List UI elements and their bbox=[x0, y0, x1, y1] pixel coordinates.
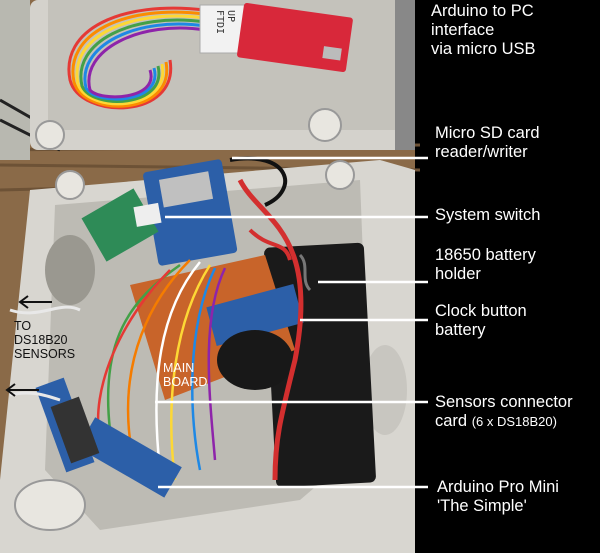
rtc-board bbox=[206, 284, 304, 346]
right-dark-panel bbox=[415, 0, 600, 553]
label-arduino-pc: Arduino to PC interface via micro USB bbox=[431, 2, 536, 58]
label-sensors-card: Sensors connector card (6 x DS18B20) bbox=[435, 374, 600, 431]
label-main-board: MAIN BOARD bbox=[163, 361, 208, 389]
coin-battery bbox=[217, 330, 293, 390]
ribbon-cable bbox=[67, 6, 206, 110]
label-system-switch: System switch bbox=[435, 206, 541, 224]
label-sensors-card-main: Sensors connector card bbox=[435, 393, 573, 430]
pro-mini-board bbox=[77, 417, 182, 498]
label-ftdi-tag: UP FTDI bbox=[214, 10, 236, 35]
label-to-sensors: TO DS18B20 SENSORS bbox=[14, 319, 76, 361]
label-clock-battery: Clock button battery bbox=[435, 302, 527, 339]
label-battery-holder: 18650 battery holder bbox=[435, 246, 536, 283]
wire-bundle bbox=[96, 259, 227, 481]
ftdi-tag bbox=[199, 4, 246, 54]
label-pro-mini: Arduino Pro Mini 'The Simple' bbox=[437, 478, 559, 515]
arrows-to-sensors bbox=[5, 295, 52, 397]
pointer-lines bbox=[155, 156, 428, 489]
label-sd-card: Micro SD card reader/writer bbox=[435, 124, 540, 161]
label-sensors-card-sub: (6 x DS18B20) bbox=[471, 414, 557, 429]
